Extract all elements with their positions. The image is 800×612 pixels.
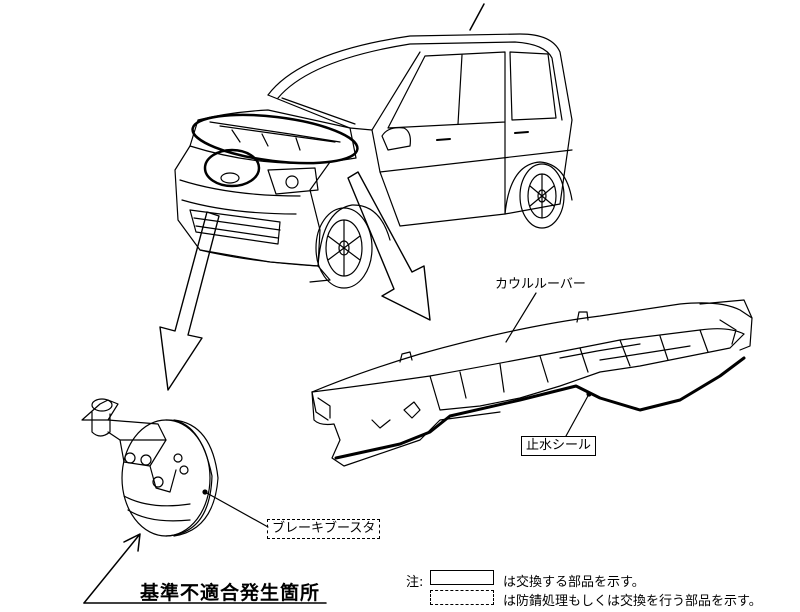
brake-booster-label: ブレーキブースタ <box>267 519 381 539</box>
arrow-to-cowl-louver <box>347 171 431 321</box>
brake-booster-illustration <box>81 398 219 537</box>
brake-booster-leader-line <box>204 491 269 528</box>
legend-solid-swatch <box>430 570 494 585</box>
defect-location-title: 基準不適合発生箇所 <box>140 582 321 604</box>
cowl-louver-label: カウルルーバー <box>495 277 586 292</box>
legend-solid-text: は交換する部品を示す。 <box>503 575 645 590</box>
legend-prefix: 注: <box>406 575 424 590</box>
water-seal-leader-line <box>565 393 590 437</box>
cowl-louver-leader-line <box>505 292 537 343</box>
car-illustration <box>174 3 573 289</box>
arrow-to-brake-booster <box>159 211 220 391</box>
legend-dashed-swatch <box>430 590 494 605</box>
booster-highlight-ellipse <box>203 148 261 188</box>
cowl-highlight-ellipse <box>191 113 359 165</box>
water-seal-strip <box>334 356 746 460</box>
water-seal-label: 止水シール <box>521 436 597 456</box>
cowl-louver-illustration <box>311 299 753 467</box>
defect-location-arrow <box>83 533 141 604</box>
legend-dashed-text: は防錆処理もしくは交換を行う部品を示す。 <box>503 594 762 609</box>
